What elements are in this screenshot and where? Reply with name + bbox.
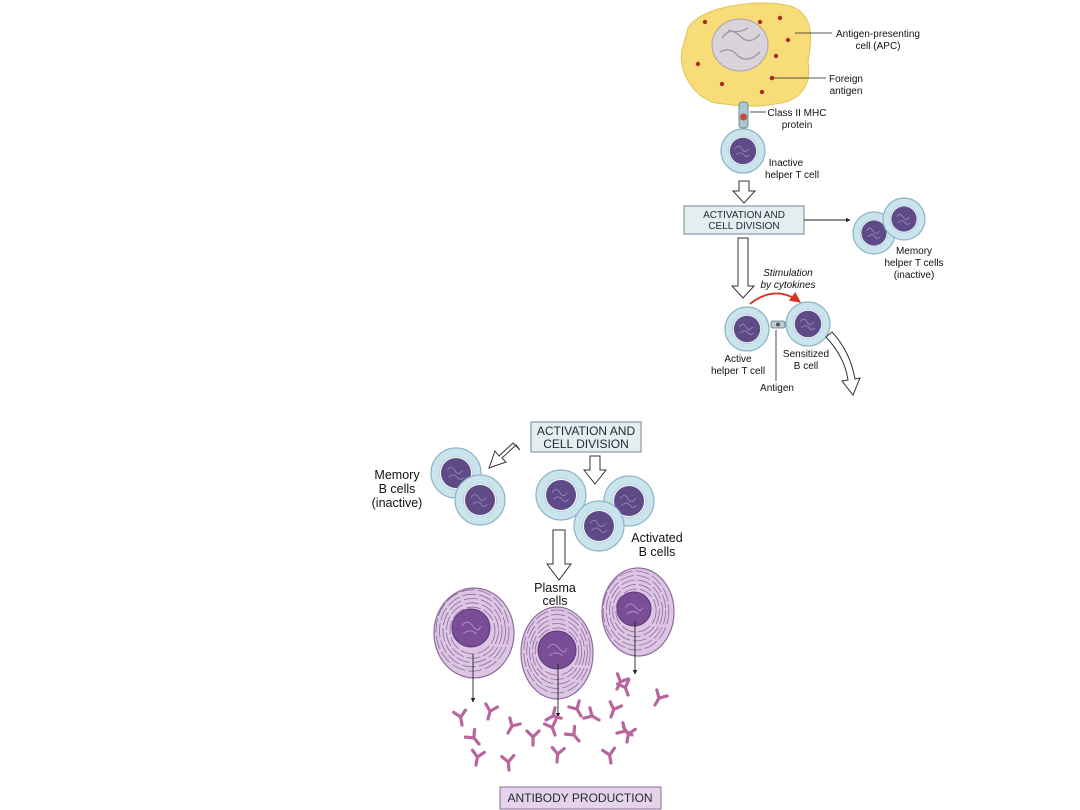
antibody	[563, 724, 586, 747]
chromatin-texture	[551, 488, 569, 502]
er-membrane	[446, 602, 499, 659]
arrow-to-plasma	[546, 529, 572, 581]
plasma-nucleus	[616, 591, 652, 627]
chromatin-texture	[738, 323, 754, 336]
antibody	[501, 716, 522, 738]
antibody	[525, 729, 541, 747]
antigen-presenting-cell	[680, 2, 812, 107]
apc-nucleus-texture	[719, 27, 761, 60]
antibody	[463, 727, 486, 750]
activated-b-cell-3	[573, 500, 625, 552]
antibody	[648, 688, 669, 710]
mhc-protein	[738, 101, 749, 129]
antibody	[549, 745, 566, 765]
er-membrane	[609, 579, 663, 642]
chromatin-texture	[866, 227, 881, 239]
inactive-helper-t-cell	[720, 128, 766, 174]
arrow-to-activated-b	[582, 455, 608, 485]
er-membrane	[439, 593, 506, 668]
antibody	[452, 708, 470, 728]
antibody-production-box: ANTIBODY PRODUCTION	[499, 786, 662, 810]
chromatin-texture	[470, 493, 488, 507]
er-membrane	[534, 627, 580, 676]
chromatin-texture	[799, 318, 815, 331]
antigen-dot	[757, 19, 763, 25]
plasma-cell-1	[433, 587, 515, 679]
plasma-cell-3	[601, 567, 675, 657]
antibody	[468, 748, 486, 768]
cells-layer	[430, 128, 926, 552]
active-helper-t-cell	[724, 306, 770, 352]
antigen-dot	[777, 15, 783, 21]
er-membrane	[449, 606, 496, 655]
chromatin-texture	[461, 621, 481, 635]
antigen-label: Antigen	[760, 383, 794, 394]
memory-helper-t-cell-2	[882, 197, 926, 241]
er-membrane	[602, 570, 670, 651]
arrow-to-activation-bottom	[825, 331, 861, 396]
chromatin-texture	[446, 466, 464, 480]
antigen-dot	[759, 89, 765, 95]
antigen-dot	[785, 37, 791, 43]
antibody	[500, 753, 517, 773]
antigen-dot	[773, 53, 779, 59]
antigen-dot	[695, 61, 701, 67]
chromatin-texture	[734, 145, 750, 158]
chromatin-texture	[896, 213, 911, 225]
antibody	[542, 718, 563, 739]
er-membrane	[531, 623, 583, 680]
er-membrane	[605, 575, 667, 646]
er-membrane	[442, 598, 503, 663]
antibody	[582, 706, 604, 727]
cytokine-stimulation-arrow	[749, 291, 801, 305]
antibody	[567, 699, 588, 721]
foreign-antigen-dots	[695, 15, 791, 95]
er-membrane	[435, 589, 510, 672]
chromatin-texture	[625, 603, 643, 615]
arrow-to-memory-b	[488, 442, 521, 469]
activated-b-cell-1	[535, 469, 587, 521]
er-membrane	[612, 584, 660, 637]
antigen-dot	[702, 19, 708, 25]
memory-b-cell-2	[454, 474, 506, 526]
foreign-antigen-marker	[769, 75, 775, 81]
antigen-bridge	[770, 320, 786, 329]
chromatin-texture	[589, 519, 607, 533]
antibody	[601, 746, 619, 766]
arrow-to-active-t	[730, 237, 756, 299]
arrow-to-activation-top	[731, 180, 757, 204]
chromatin-texture	[619, 494, 637, 508]
antibody	[480, 702, 500, 723]
er-membrane	[523, 609, 591, 694]
antibody	[603, 700, 624, 721]
antibody-production-text: ANTIBODY PRODUCTION	[507, 791, 652, 805]
plasma-nucleus	[537, 630, 577, 670]
er-membrane	[615, 588, 657, 633]
apc-nucleus	[711, 18, 769, 72]
plasma-nucleus	[451, 608, 491, 648]
plasma-cells-layer	[433, 567, 675, 700]
er-membrane	[526, 614, 588, 689]
chromatin-texture	[547, 643, 567, 657]
plasma-cell-2	[520, 606, 594, 700]
antigen-dot	[719, 81, 725, 87]
er-membrane	[529, 618, 585, 685]
sensitized-b-cell	[785, 301, 831, 347]
